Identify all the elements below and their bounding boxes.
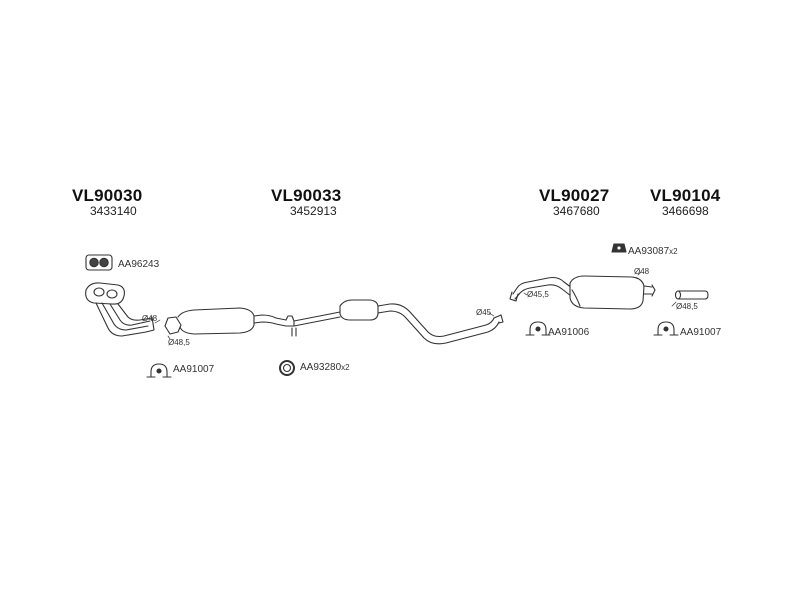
label-aa96243: AA96243 [118, 259, 160, 270]
part-ref-3433140: 3433140 [90, 204, 137, 218]
flange-gasket-icon [85, 254, 113, 271]
rubber-hanger-icon [611, 243, 627, 253]
pipe-clamp-icon [146, 363, 172, 378]
part-ref-3466698: 3466698 [662, 204, 709, 218]
ring-qty: x2 [341, 363, 350, 372]
dim-48-rear: Ø48 [634, 267, 650, 276]
ring-code: AA93280 [300, 362, 342, 373]
label-aa91006: AA91006 [548, 327, 590, 338]
front-downpipe [85, 282, 155, 337]
sealing-ring-icon [279, 360, 295, 376]
part-code-vl90033: VL90033 [271, 186, 342, 205]
middle-pipe-silencer [164, 299, 504, 345]
dim-45: Ø45 [476, 308, 492, 317]
hanger-qty: x2 [669, 247, 678, 256]
dim-48-front: Ø48 [142, 314, 158, 323]
dim-48-5-front: Ø48,5 [168, 338, 190, 347]
pipe-clamp-icon [653, 321, 679, 336]
rear-silencer [509, 275, 656, 310]
dim-48-5-rear: Ø48,5 [676, 302, 698, 311]
label-aa91007-rear: AA91007 [680, 327, 722, 338]
label-aa93087: AA93087x2 [628, 246, 678, 257]
hanger-code: AA93087 [628, 246, 670, 257]
tail-pipe [674, 290, 709, 300]
part-ref-3452913: 3452913 [290, 204, 337, 218]
label-aa91007-front: AA91007 [173, 364, 215, 375]
dim-45-5: Ø45,5 [527, 290, 549, 299]
pipe-clamp-icon [525, 321, 551, 336]
label-aa93280: AA93280x2 [300, 362, 350, 373]
part-code-vl90027: VL90027 [539, 186, 610, 205]
part-code-vl90030: VL90030 [72, 186, 143, 205]
part-code-vl90104: VL90104 [650, 186, 721, 205]
part-ref-3467680: 3467680 [553, 204, 600, 218]
